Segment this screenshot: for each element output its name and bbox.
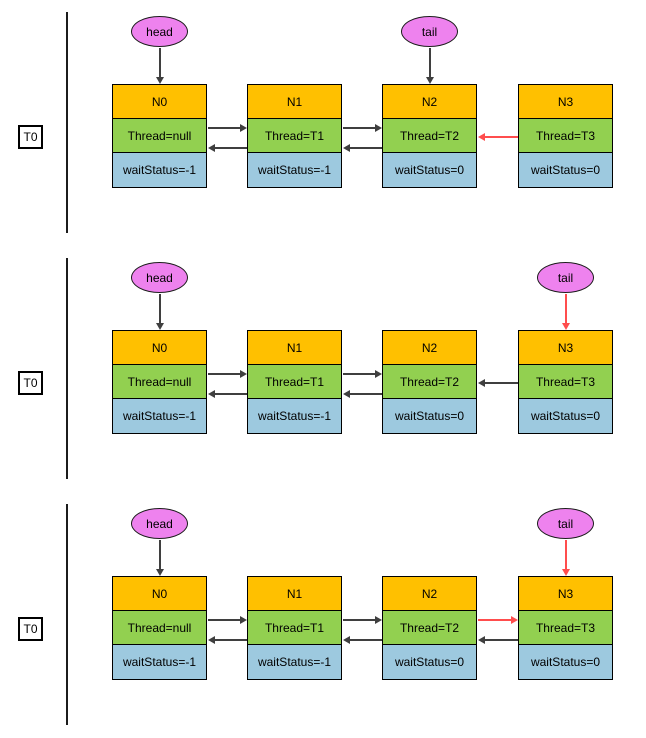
head-pointer: head	[131, 16, 188, 47]
arrow-next-n1-n2	[343, 616, 382, 623]
state-row-3: T0 head tail N0 Thread=null waitStatus=-…	[0, 492, 646, 738]
node-name: N0	[113, 85, 206, 118]
node-waitstatus: waitStatus=-1	[113, 398, 206, 433]
thread-label: T0	[23, 130, 38, 144]
arrow-next-n0-n1	[208, 124, 247, 131]
node-thread: Thread=T1	[248, 610, 341, 644]
tail-pointer-label: tail	[421, 24, 438, 39]
node-name: N3	[519, 331, 612, 364]
node-thread: Thread=T2	[383, 610, 476, 644]
timeline-divider	[66, 258, 68, 479]
node-waitstatus: waitStatus=0	[383, 644, 476, 679]
node-name: N1	[248, 85, 341, 118]
node-waitstatus: waitStatus=0	[383, 152, 476, 187]
node-waitstatus: waitStatus=0	[383, 398, 476, 433]
node-waitstatus: waitStatus=-1	[113, 152, 206, 187]
node-name: N2	[383, 331, 476, 364]
node-n1: N1 Thread=T1 waitStatus=-1	[247, 576, 342, 680]
arrow-next-n1-n2	[343, 124, 382, 131]
node-waitstatus: waitStatus=-1	[248, 398, 341, 433]
node-name: N3	[519, 85, 612, 118]
node-waitstatus: waitStatus=-1	[113, 644, 206, 679]
tail-arrow	[426, 48, 433, 84]
node-thread: Thread=null	[113, 610, 206, 644]
node-n0: N0 Thread=null waitStatus=-1	[112, 84, 207, 188]
arrow-next-n0-n1	[208, 616, 247, 623]
node-name: N2	[383, 85, 476, 118]
node-thread: Thread=T1	[248, 364, 341, 398]
node-name: N1	[248, 331, 341, 364]
arrow-prev-n2-n1	[343, 390, 382, 397]
node-waitstatus: waitStatus=0	[519, 644, 612, 679]
node-waitstatus: waitStatus=-1	[248, 644, 341, 679]
arrow-next-n1-n2	[343, 370, 382, 377]
head-arrow	[156, 294, 163, 330]
thread-label: T0	[23, 622, 38, 636]
node-n3: N3 Thread=T3 waitStatus=0	[518, 84, 613, 188]
node-waitstatus: waitStatus=-1	[248, 152, 341, 187]
timeline-divider	[66, 504, 68, 725]
arrow-prev-n3-n2	[478, 133, 518, 140]
tail-pointer-label: tail	[557, 516, 574, 531]
node-n0: N0 Thread=null waitStatus=-1	[112, 576, 207, 680]
node-thread: Thread=T2	[383, 364, 476, 398]
node-n2: N2 Thread=T2 waitStatus=0	[382, 330, 477, 434]
node-name: N1	[248, 577, 341, 610]
arrow-prev-n2-n1	[343, 636, 382, 643]
tail-pointer-label: tail	[557, 270, 574, 285]
node-thread: Thread=T1	[248, 118, 341, 152]
head-pointer: head	[131, 262, 188, 293]
node-n3: N3 Thread=T3 waitStatus=0	[518, 576, 613, 680]
tail-arrow	[562, 540, 569, 576]
head-pointer-label: head	[146, 24, 173, 39]
node-n2: N2 Thread=T2 waitStatus=0	[382, 84, 477, 188]
thread-label-box: T0	[18, 125, 43, 149]
node-thread: Thread=T3	[519, 118, 612, 152]
node-name: N0	[113, 577, 206, 610]
node-n2: N2 Thread=T2 waitStatus=0	[382, 576, 477, 680]
head-pointer-label: head	[146, 270, 173, 285]
tail-pointer: tail	[537, 262, 594, 293]
arrow-prev-n3-n2	[478, 379, 518, 386]
tail-arrow	[562, 294, 569, 330]
arrow-next-n0-n1	[208, 370, 247, 377]
arrow-prev-n1-n0	[208, 144, 247, 151]
arrow-prev-n1-n0	[208, 390, 247, 397]
node-n1: N1 Thread=T1 waitStatus=-1	[247, 330, 342, 434]
timeline-divider	[66, 12, 68, 233]
head-pointer: head	[131, 508, 188, 539]
head-arrow	[156, 540, 163, 576]
state-row-2: T0 head tail N0 Thread=null waitStatus=-…	[0, 246, 646, 492]
state-row-1: T0 head tail N0 Thread=null waitStatus=-…	[0, 0, 646, 246]
node-waitstatus: waitStatus=0	[519, 398, 612, 433]
head-pointer-label: head	[146, 516, 173, 531]
node-name: N0	[113, 331, 206, 364]
thread-label: T0	[23, 376, 38, 390]
tail-pointer: tail	[537, 508, 594, 539]
node-name: N3	[519, 577, 612, 610]
thread-label-box: T0	[18, 617, 43, 641]
node-thread: Thread=T3	[519, 364, 612, 398]
node-thread: Thread=null	[113, 118, 206, 152]
node-name: N2	[383, 577, 476, 610]
arrow-prev-n1-n0	[208, 636, 247, 643]
thread-label-box: T0	[18, 371, 43, 395]
tail-pointer: tail	[401, 16, 458, 47]
arrow-prev-n2-n1	[343, 144, 382, 151]
node-thread: Thread=T2	[383, 118, 476, 152]
node-n0: N0 Thread=null waitStatus=-1	[112, 330, 207, 434]
node-thread: Thread=null	[113, 364, 206, 398]
node-thread: Thread=T3	[519, 610, 612, 644]
head-arrow	[156, 48, 163, 84]
arrow-next-n2-n3	[478, 616, 518, 623]
node-n3: N3 Thread=T3 waitStatus=0	[518, 330, 613, 434]
node-waitstatus: waitStatus=0	[519, 152, 612, 187]
arrow-prev-n3-n2	[478, 636, 518, 643]
node-n1: N1 Thread=T1 waitStatus=-1	[247, 84, 342, 188]
